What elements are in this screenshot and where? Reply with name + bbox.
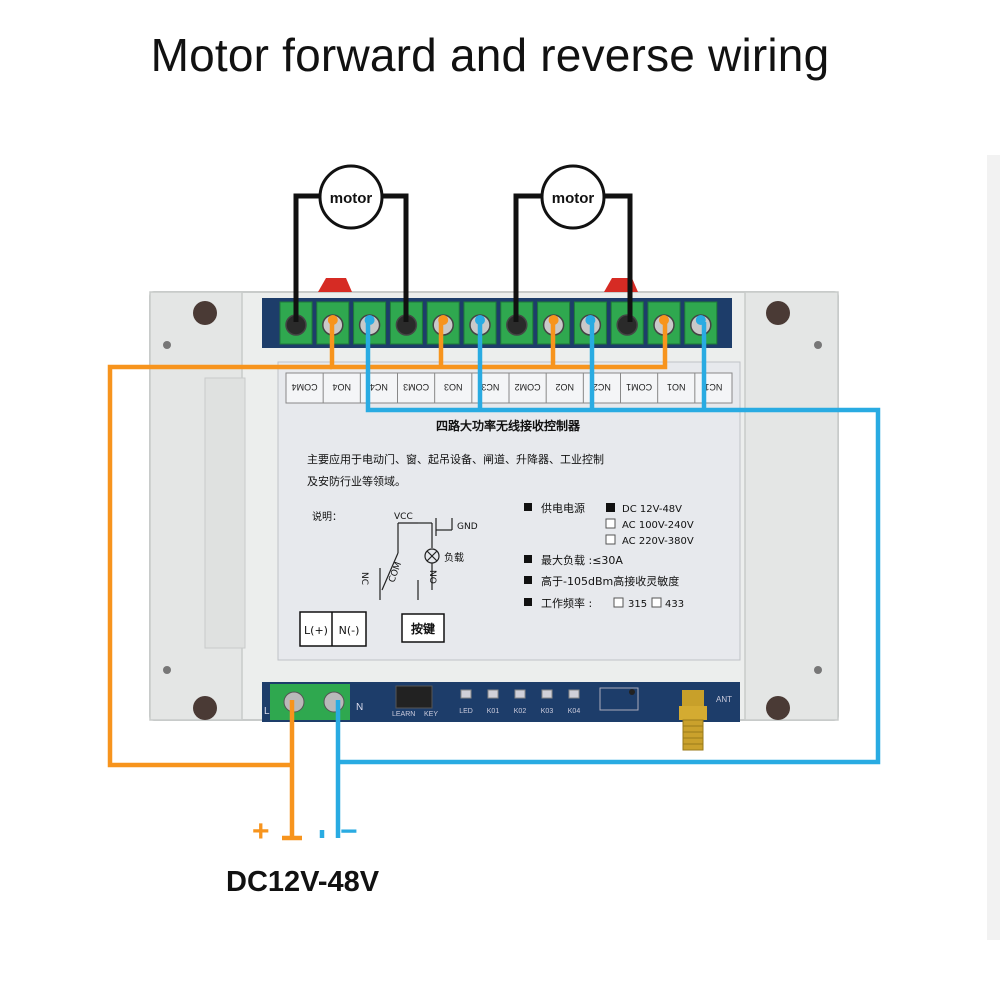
freq-315: 315 xyxy=(628,599,647,610)
page-title: Motor forward and reverse wiring xyxy=(150,29,830,81)
mount-hole xyxy=(193,696,217,720)
sensitivity-label: 高于-105dBm高接收灵敏度 xyxy=(541,574,679,588)
n-minus-label: N(-) xyxy=(339,624,360,637)
power-label: 供电电源 xyxy=(541,501,585,515)
gnd-label: GND xyxy=(457,522,478,532)
freq-label: 工作频率 : xyxy=(541,596,592,610)
power-opt1: DC 12V-48V xyxy=(622,504,682,515)
terminal-label-no3: NO3 xyxy=(444,382,463,392)
mount-hole xyxy=(766,301,790,325)
vcc-label: VCC xyxy=(394,512,413,522)
front-panel: COM4 NO4 NC4 COM3 NO3 NC3 COM2 NO2 NC2 COM1 NO1 NC1… xyxy=(277,361,741,661)
ant-label: ANT xyxy=(716,695,732,704)
motor-wires xyxy=(293,193,633,322)
terminal-screw xyxy=(616,314,638,336)
key-label: 按键 xyxy=(411,621,435,636)
freq-433: 433 xyxy=(665,599,684,610)
led-label-k1: K01 xyxy=(487,708,500,715)
terminal-label-nc2: NC2 xyxy=(593,382,611,392)
indicator-led-k4 xyxy=(568,689,580,699)
max-load-label: 最大负载 :≤30A xyxy=(541,553,623,567)
minus-sign: − xyxy=(340,815,358,848)
panel-heading: 四路大功率无线接收控制器 xyxy=(436,418,581,433)
l-plus-label: L(+) xyxy=(304,624,328,637)
motor-1-label: motor xyxy=(330,190,373,207)
terminal-label-no1: NO1 xyxy=(667,382,686,392)
key-small-label: KEY xyxy=(424,711,438,718)
no-label: NO xyxy=(427,570,437,584)
indicator-led-k3 xyxy=(541,689,553,699)
bottom-l-label: L xyxy=(264,706,270,717)
indicator-led-led xyxy=(460,689,472,699)
panel-desc-line2: 及安防行业等领域。 xyxy=(307,474,406,488)
terminal-label-nc1: NC1 xyxy=(704,382,722,392)
plus-sign: + xyxy=(252,815,270,848)
bottom-n-label: N xyxy=(356,702,363,713)
led-label-k4: K04 xyxy=(568,708,581,715)
power-opt3: AC 220V-380V xyxy=(622,536,694,547)
mount-hole xyxy=(766,696,790,720)
supply-voltage-label: DC12V-48V xyxy=(226,866,380,898)
wire-dot xyxy=(475,315,485,325)
motor-2: motor xyxy=(540,164,606,230)
motor-2-label: motor xyxy=(552,190,595,207)
antenna-connector xyxy=(679,690,707,751)
terminal-label-com4: COM4 xyxy=(292,382,318,392)
terminal-label-com2: COM2 xyxy=(515,382,541,392)
terminal-label-no2: NO2 xyxy=(555,382,574,392)
terminal-label-no4: NO4 xyxy=(332,382,351,392)
motor-1: motor xyxy=(318,164,384,230)
led-label-k2: K02 xyxy=(514,708,527,715)
indicator-led-k2 xyxy=(514,689,526,699)
terminal-label-nc3: NC3 xyxy=(481,382,499,392)
terminal-label-com1: COM1 xyxy=(626,382,652,392)
nc-label: NC xyxy=(359,572,369,585)
mount-hole xyxy=(193,301,217,325)
top-terminal-block xyxy=(262,298,732,348)
indicator-led-k1 xyxy=(487,689,499,699)
positive-wires xyxy=(107,322,668,841)
learn-label: LEARN xyxy=(392,711,415,718)
bottom-terminal-strip: L N LEARN KEY LED K01 K02 K03 K04 ANT xyxy=(262,682,740,722)
terminal-label-com3: COM3 xyxy=(403,382,429,392)
panel-desc-line1: 主要应用于电动门、窗、起吊设备、闸道、升降器、工业控制 xyxy=(307,452,604,466)
led-label-k3: K03 xyxy=(541,708,554,715)
load-label: 负载 xyxy=(444,551,464,564)
relay-schematic xyxy=(379,518,453,600)
led-label-led: LED xyxy=(459,708,473,715)
terminal-label-nc4: NC4 xyxy=(370,382,388,392)
power-opt2: AC 100V-240V xyxy=(622,520,694,531)
instructions-label: 说明： xyxy=(312,510,342,523)
negative-wires xyxy=(319,322,881,838)
